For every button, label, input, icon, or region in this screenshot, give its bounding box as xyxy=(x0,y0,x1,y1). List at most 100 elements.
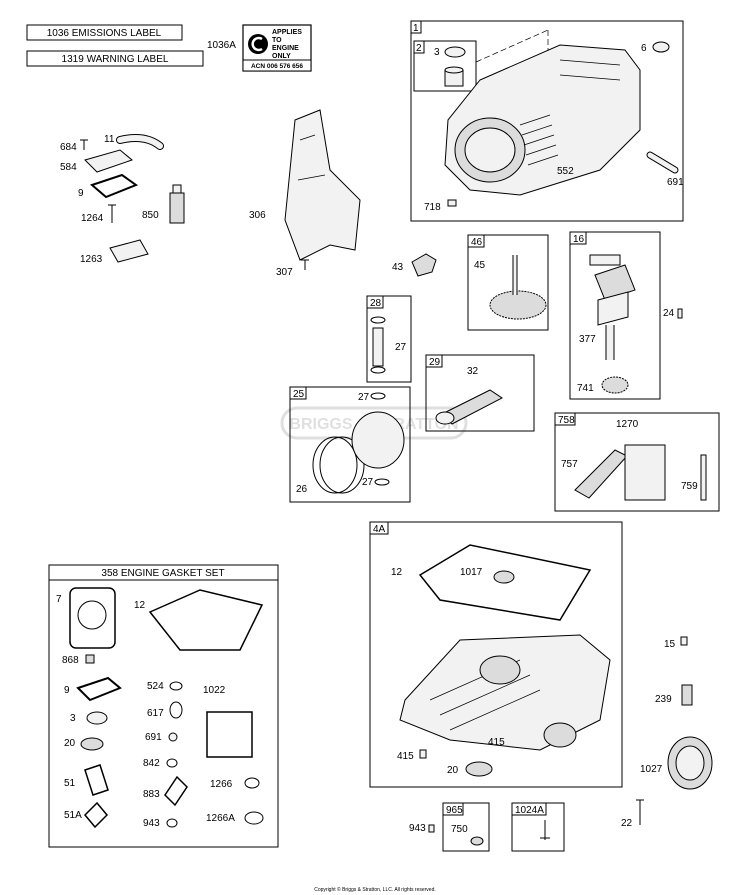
emissions-label-box xyxy=(26,24,183,41)
governor-shaft-icon xyxy=(700,454,707,501)
part-label-29: 29 xyxy=(429,357,441,368)
part-label-2: 2 xyxy=(416,43,422,54)
part-label-1263: 1263 xyxy=(80,254,103,265)
part-label-45: 45 xyxy=(474,260,486,271)
group-box-46 xyxy=(467,234,549,331)
part-label-26: 26 xyxy=(296,484,308,495)
part-label-757: 757 xyxy=(561,459,578,470)
part-label-9: 9 xyxy=(78,188,84,199)
part-label-7: 7 xyxy=(56,594,62,605)
retainer-icon xyxy=(370,316,386,324)
tag-line2: TO xyxy=(272,37,282,44)
part-label-691b: 691 xyxy=(145,732,162,743)
oil-fill-cap-icon xyxy=(493,570,515,584)
group-box-25 xyxy=(289,386,411,503)
crankcase-gasket-icon xyxy=(148,589,264,651)
part-label-307: 307 xyxy=(276,267,293,278)
part-label-1024a: 1024A xyxy=(515,805,544,816)
part-label-1266: 1266 xyxy=(210,779,233,790)
part-label-9b: 9 xyxy=(64,685,70,696)
plate-icon xyxy=(109,239,149,263)
sump-gasket-icon xyxy=(418,544,592,621)
part-label-1264: 1264 xyxy=(81,213,104,224)
part-label-868: 868 xyxy=(62,655,79,666)
air-guide-icon xyxy=(284,109,361,261)
part-label-32: 32 xyxy=(467,366,479,377)
piston-icon xyxy=(351,411,405,469)
governor-housing-icon xyxy=(624,444,666,501)
drain-bolt-icon xyxy=(636,799,644,825)
part-label-1027: 1027 xyxy=(640,764,663,775)
pin-icon xyxy=(647,152,678,173)
group-box-1 xyxy=(410,20,684,222)
part-label-691: 691 xyxy=(667,177,684,188)
part-label-1266a: 1266A xyxy=(206,813,235,824)
tag-line4: ONLY xyxy=(272,53,291,60)
seal-icon xyxy=(652,41,670,53)
part-label-51: 51 xyxy=(64,778,76,789)
part-label-46: 46 xyxy=(471,237,483,248)
cylinder-block-icon xyxy=(444,44,641,196)
screw-icon xyxy=(108,204,116,223)
governor-gear-icon xyxy=(574,449,628,499)
warning-label-box xyxy=(26,50,204,67)
part-label-741: 741 xyxy=(577,383,594,394)
part-label-850: 850 xyxy=(142,210,159,221)
part-label-43: 43 xyxy=(392,262,404,273)
part-label-15: 15 xyxy=(664,639,676,650)
part-label-415b: 415 xyxy=(488,737,505,748)
tag-acn: ACN 006 576 656 xyxy=(251,63,303,70)
gasket-icon xyxy=(90,173,139,199)
part-label-1: 1 xyxy=(413,23,419,34)
tag-line1: APPLIES xyxy=(272,29,302,36)
crank-gear-icon xyxy=(601,376,629,394)
oil-sensor-icon xyxy=(681,684,693,706)
part-label-883: 883 xyxy=(143,789,160,800)
emissions-label-text: 1036 EMISSIONS LABEL xyxy=(47,28,162,39)
part-label-377: 377 xyxy=(579,334,596,345)
part-label-4a: 4A xyxy=(373,524,386,535)
tag-line3: ENGINE xyxy=(272,45,299,52)
part-label-51a: 51A xyxy=(64,810,82,821)
gasket-set-box xyxy=(48,564,279,848)
governor-arm-icon xyxy=(411,253,437,277)
part-label-20a: 20 xyxy=(447,765,459,776)
part-label-239: 239 xyxy=(655,694,672,705)
part-label-524: 524 xyxy=(147,681,164,692)
drain-valve-icon xyxy=(540,820,550,840)
part-label-20b: 20 xyxy=(64,738,76,749)
part-label-27: 27 xyxy=(395,342,407,353)
group-box-758 xyxy=(554,412,720,512)
group-box-965 xyxy=(442,802,490,852)
emission-tag: APPLIES TO ENGINE ONLY ACN 006 576 656 xyxy=(242,24,312,72)
part-label-718: 718 xyxy=(424,202,441,213)
part-label-1022: 1022 xyxy=(203,685,226,696)
part-label-12a: 12 xyxy=(391,567,403,578)
part-label-617: 617 xyxy=(147,708,164,719)
part-label-684: 684 xyxy=(60,142,77,153)
part-label-584: 584 xyxy=(60,162,77,173)
key-icon xyxy=(677,308,683,319)
part-label-11: 11 xyxy=(104,134,115,145)
part-label-6: 6 xyxy=(641,43,647,54)
part-label-22: 22 xyxy=(621,818,633,829)
part-label-943b: 943 xyxy=(143,818,160,829)
part-label-759: 759 xyxy=(681,481,698,492)
part-label-1270: 1270 xyxy=(616,419,639,430)
piston-pin-icon xyxy=(372,327,384,367)
breather-tube-icon xyxy=(117,135,163,149)
part-label-24: 24 xyxy=(663,308,675,319)
group-box-2 xyxy=(413,40,477,92)
part-label-3: 3 xyxy=(434,47,440,58)
part-label-16: 16 xyxy=(573,234,585,245)
piston-rings-icon xyxy=(312,436,358,494)
part-label-758: 758 xyxy=(558,415,575,426)
part-label-3b: 3 xyxy=(70,713,76,724)
bolt-icon xyxy=(80,139,88,150)
crankshaft-icon xyxy=(589,254,636,360)
copyright-text: Copyright © Briggs & Stratton, LLC. All … xyxy=(314,886,436,893)
part-label-552: 552 xyxy=(557,166,574,177)
group-box-16 xyxy=(569,231,661,400)
gasket-set-title: 358 ENGINE GASKET SET xyxy=(101,568,224,579)
